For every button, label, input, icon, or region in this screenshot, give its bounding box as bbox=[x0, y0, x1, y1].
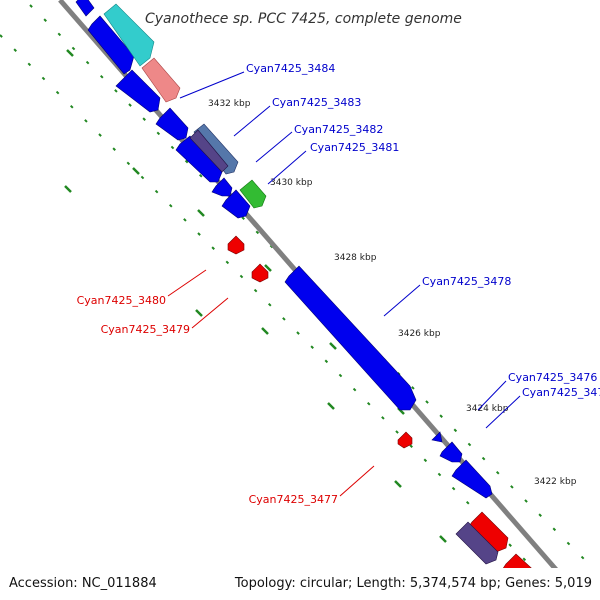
gene-label[interactable]: Cyan7425_3483 bbox=[272, 96, 361, 109]
genome-summary-text: Topology: circular; Length: 5,374,574 bp… bbox=[234, 576, 592, 591]
kbp-label: 3426 kbp bbox=[398, 329, 441, 339]
kbp-label: 3430 kbp bbox=[270, 178, 313, 188]
gene-label[interactable]: Cyan7425_3477 bbox=[249, 493, 338, 506]
gene-label[interactable]: Cyan7425_3482 bbox=[294, 123, 383, 136]
reverse-strand bbox=[227, 235, 564, 600]
gene-arrow[interactable] bbox=[115, 69, 161, 113]
gene-arrow[interactable] bbox=[155, 107, 189, 141]
cyan-feature[interactable] bbox=[103, 3, 155, 67]
rna-features bbox=[103, 3, 267, 209]
gene-label[interactable]: Cyan7425_3478 bbox=[422, 275, 511, 288]
kbp-label: 3432 kbp bbox=[208, 99, 251, 109]
kbp-label: 3422 kbp bbox=[534, 477, 577, 487]
gene-arrow[interactable] bbox=[221, 189, 251, 219]
gene-arrow[interactable] bbox=[227, 235, 245, 255]
gene-arrow[interactable] bbox=[87, 15, 135, 75]
gene-label[interactable]: Cyan7425_3481 bbox=[310, 141, 399, 154]
gene-arrow[interactable] bbox=[439, 441, 463, 463]
footer-background bbox=[0, 568, 600, 600]
gene-label[interactable]: Cyan7425_3484 bbox=[246, 62, 335, 75]
gene-arrow[interactable] bbox=[397, 431, 413, 449]
purple-feature-lower[interactable] bbox=[455, 521, 499, 565]
forward-gene-leaders bbox=[179, 71, 521, 429]
gene-arrow[interactable] bbox=[431, 431, 443, 443]
gene-arrow[interactable] bbox=[284, 265, 417, 411]
salmon-feature[interactable] bbox=[141, 57, 181, 103]
gene-arrow[interactable] bbox=[175, 135, 223, 183]
green-feature[interactable] bbox=[239, 179, 267, 209]
purple-feature[interactable] bbox=[189, 129, 229, 173]
tick-track-major-inner bbox=[64, 185, 447, 543]
genome-title: Cyanothece sp. PCC 7425, complete genome bbox=[145, 11, 462, 27]
gene-arrow[interactable] bbox=[451, 459, 493, 499]
gene-arrow[interactable] bbox=[251, 263, 269, 283]
gene-label[interactable]: Cyan7425_3476 bbox=[508, 371, 597, 384]
gene-label[interactable]: Cyan7425_3479 bbox=[101, 323, 190, 336]
gene-arrow[interactable] bbox=[75, 0, 95, 17]
kbp-label: 3428 kbp bbox=[334, 253, 377, 263]
accession-text: Accession: NC_011884 bbox=[9, 576, 157, 591]
gene-label[interactable]: Cyan7425_3480 bbox=[77, 294, 166, 307]
kbp-label: 3424 kbp bbox=[466, 404, 509, 414]
forward-strand bbox=[75, 0, 493, 499]
gene-label[interactable]: Cyan7425_3475 bbox=[522, 386, 600, 399]
reverse-gene-leaders bbox=[167, 269, 375, 497]
